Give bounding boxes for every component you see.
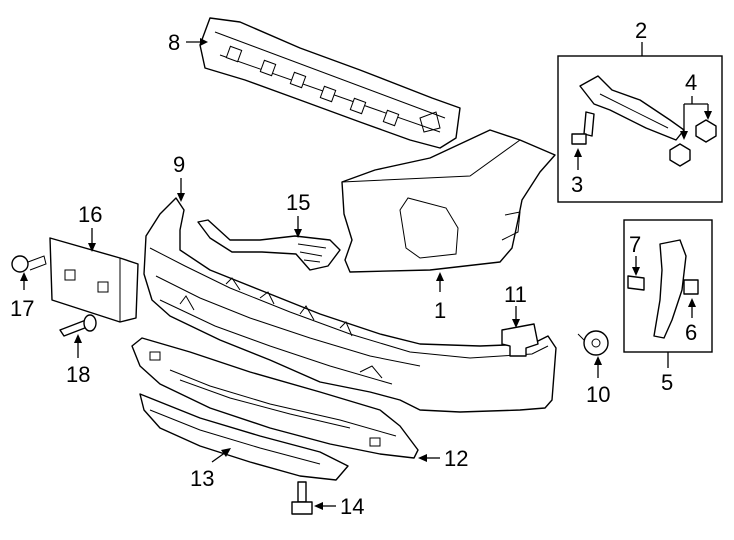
callout-16: 16: [78, 202, 102, 227]
group-box-2: [557, 55, 723, 203]
part-13-valance-strip: [139, 393, 349, 481]
callout-9: 9: [173, 152, 185, 177]
part-3-bolt: [571, 111, 595, 145]
callout-14: 14: [340, 494, 364, 519]
part-2-side-bracket: [579, 75, 685, 141]
part-6-nut: [683, 279, 699, 295]
callout-labels: 8 9 15 16 17 18 1 11 10 12 13 14 2 3 4 5…: [10, 18, 697, 519]
callout-18: 18: [66, 362, 90, 387]
callout-17: 17: [10, 296, 34, 321]
part-18-push-pin: [59, 314, 97, 337]
callout-3: 3: [571, 172, 583, 197]
callout-4: 4: [685, 70, 697, 95]
part-5-side-bracket: [653, 239, 687, 339]
part-4-nuts: [669, 119, 717, 167]
part-10-rivet: [577, 330, 609, 356]
part-1-fascia-cover: [341, 129, 556, 273]
leader-lines: [20, 38, 712, 510]
part-15-trim-strip: [197, 219, 341, 271]
callout-12: 12: [444, 446, 468, 471]
callout-2: 2: [635, 18, 647, 43]
part-12-lower-grille: [131, 337, 419, 459]
part-8-energy-absorber: [199, 17, 461, 149]
callout-13: 13: [190, 466, 214, 491]
callout-11: 11: [504, 282, 527, 307]
part-11-clip: [501, 323, 539, 357]
part-16-license-bracket: [49, 237, 139, 323]
part-17-screw: [11, 255, 47, 273]
callout-8: 8: [168, 30, 180, 55]
callout-15: 15: [286, 190, 310, 215]
callout-5: 5: [661, 370, 673, 395]
part-7-clip: [627, 275, 645, 291]
callout-7: 7: [629, 232, 641, 257]
callout-6: 6: [685, 320, 697, 345]
callout-1: 1: [434, 298, 446, 323]
part-14-bolt: [291, 481, 313, 515]
callout-10: 10: [586, 382, 610, 407]
